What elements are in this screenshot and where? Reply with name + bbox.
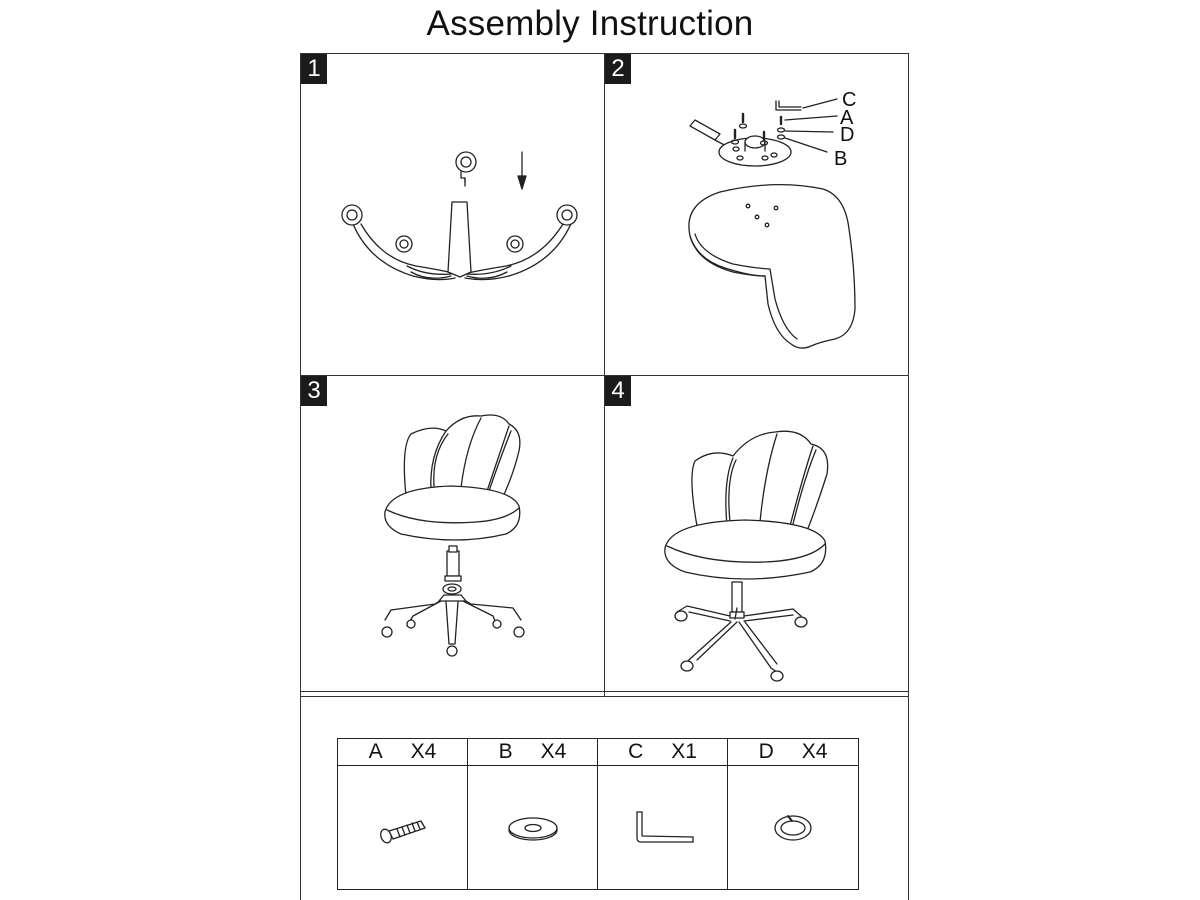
- frame-top: [300, 53, 909, 55]
- callout-label: D: [840, 124, 854, 146]
- screw-icon: [379, 819, 426, 843]
- page-title: Assembly Instruction: [426, 4, 754, 43]
- step-number-badge: 3: [301, 376, 327, 406]
- flat-washer-icon: [507, 816, 558, 841]
- frame-right: [908, 53, 910, 900]
- part-b-header: B X4: [468, 739, 598, 766]
- callout-label: C: [842, 89, 856, 111]
- part-quantity: X4: [410, 740, 437, 763]
- step-number-badge: 4: [605, 376, 631, 406]
- step-number-badge: 2: [605, 54, 631, 84]
- part-b-image: [468, 766, 598, 889]
- callout-label: B: [834, 148, 847, 170]
- frame-middle: [604, 53, 606, 696]
- part-c-image: [598, 766, 728, 889]
- frame-bottom-divider-1: [300, 691, 909, 693]
- part-letter: D: [758, 740, 774, 763]
- part-quantity: X4: [801, 740, 828, 763]
- step-3-panel: 3: [301, 376, 604, 691]
- step-4-panel: 4: [605, 376, 908, 691]
- spring-washer-icon: [774, 814, 812, 841]
- part-letter: B: [498, 740, 513, 763]
- frame-bottom-divider-2: [300, 696, 909, 698]
- part-a-image: [338, 766, 468, 889]
- frame-row-divider: [300, 375, 909, 377]
- part-c-header: C X1: [598, 739, 728, 766]
- part-d-header: D X4: [728, 739, 858, 766]
- allen-key-icon: [635, 810, 694, 843]
- step-2-panel: 2: [605, 54, 908, 375]
- part-letter: C: [628, 740, 644, 763]
- assembled-chair-illustration: [664, 430, 829, 682]
- step-number-badge: 1: [301, 54, 327, 84]
- parts-table: A X4 B X4 C X1 D X4: [337, 738, 859, 890]
- chair-base-gas-lift-illustration: [341, 151, 578, 281]
- part-quantity: X1: [671, 740, 697, 763]
- frame-left: [300, 53, 302, 900]
- step-1-panel: 1: [301, 54, 604, 375]
- part-a-header: A X4: [338, 739, 468, 766]
- callout-label: A: [840, 107, 854, 129]
- seat-mechanism-illustration: C A D B: [688, 89, 856, 349]
- part-d-image: [728, 766, 858, 889]
- part-letter: A: [368, 740, 383, 763]
- seat-onto-base-illustration: [381, 414, 525, 657]
- part-quantity: X4: [540, 740, 567, 763]
